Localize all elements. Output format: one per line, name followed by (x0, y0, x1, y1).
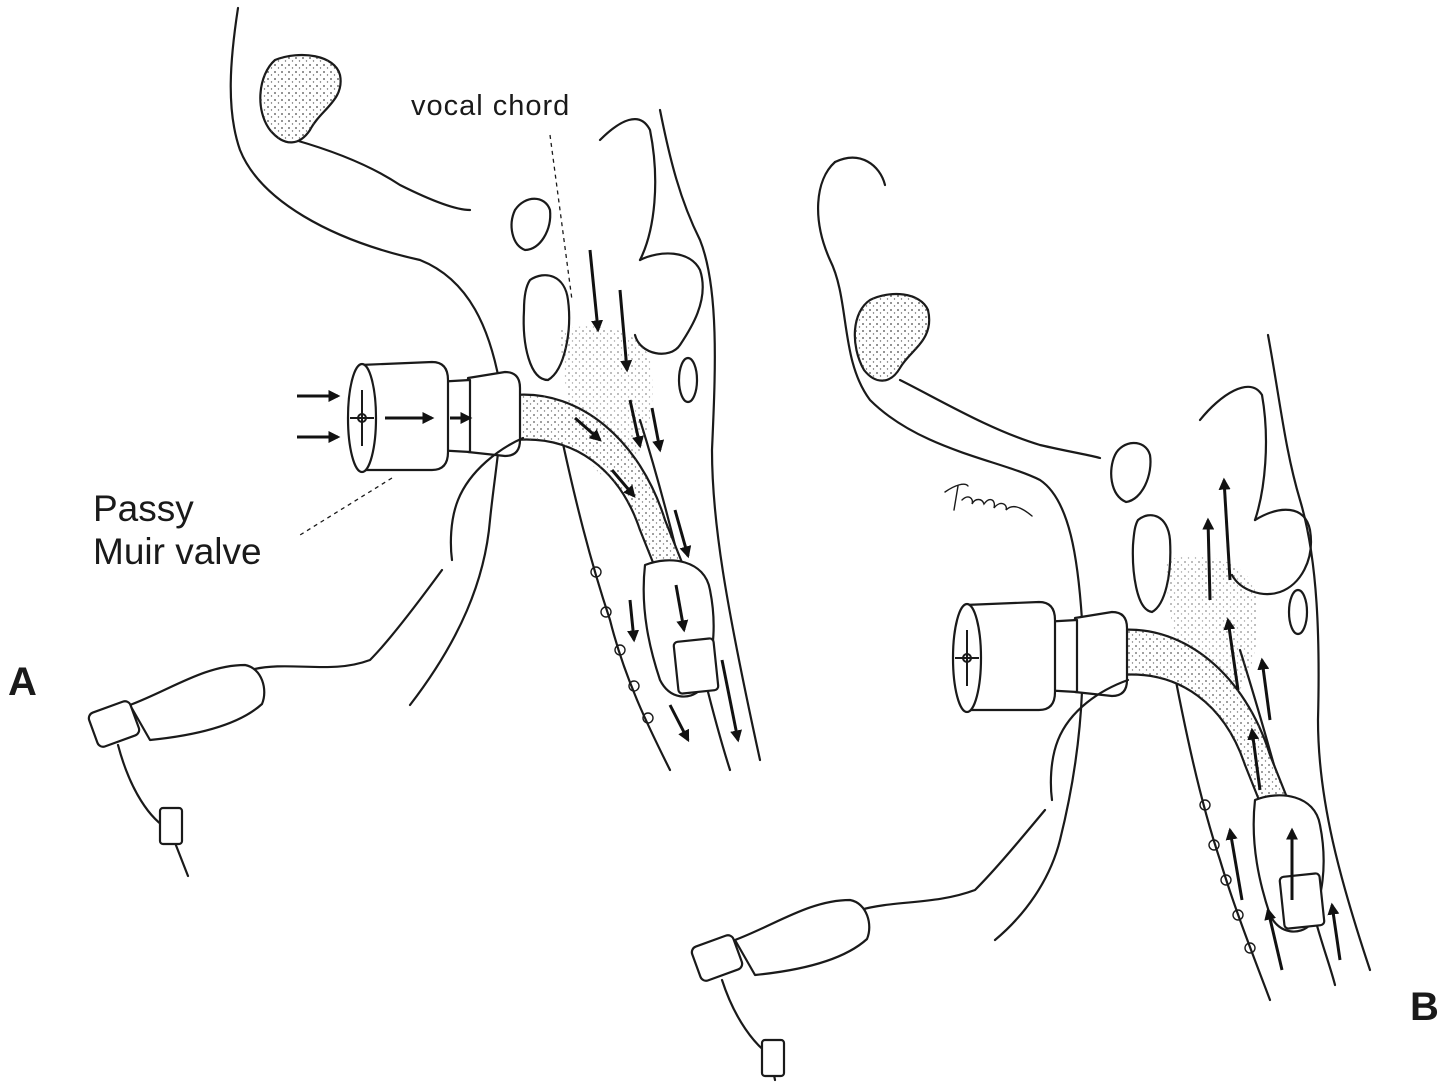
pilot-balloon-b (735, 900, 869, 975)
tube-tip-b (1279, 873, 1324, 929)
vocal-chord-leader-line (550, 135, 572, 300)
mandible-b (900, 380, 1100, 458)
tube-tip-a (673, 638, 718, 694)
pilot-tube-b (860, 810, 1045, 910)
cartilage-a (524, 275, 569, 380)
passy-muir-valve-b (953, 602, 1127, 712)
arytenoid-a (512, 199, 551, 250)
arytenoid-b (1111, 443, 1150, 502)
valve-leader-line (300, 478, 392, 535)
panel-b-label: B (1410, 985, 1439, 1030)
foramen-b (1289, 590, 1307, 634)
pilot-balloon-a (130, 665, 264, 740)
mandible-a (295, 140, 470, 210)
pilot-tube-a (250, 570, 442, 670)
passy-label: Passy (93, 488, 194, 530)
cartilage-b (1133, 515, 1170, 612)
muir-valve-label: Muir valve (93, 531, 262, 573)
pilot-cap-a (160, 808, 182, 844)
panel-a-label: A (8, 660, 37, 705)
pilot-line-b (1051, 680, 1128, 800)
panel-b-drawing (690, 158, 1370, 1080)
artist-signature (945, 484, 1032, 516)
neck-profile-b (818, 162, 1083, 940)
pilot-cap-b (762, 1040, 784, 1076)
panel-a-drawing (87, 8, 760, 876)
face-contour-b (835, 158, 885, 185)
vocal-chord-label: vocal chord (411, 90, 570, 123)
foramen-a (679, 358, 697, 402)
thyroid-a (635, 253, 703, 353)
epiglottis-b (1200, 387, 1266, 520)
epiglottis-a (600, 119, 655, 260)
